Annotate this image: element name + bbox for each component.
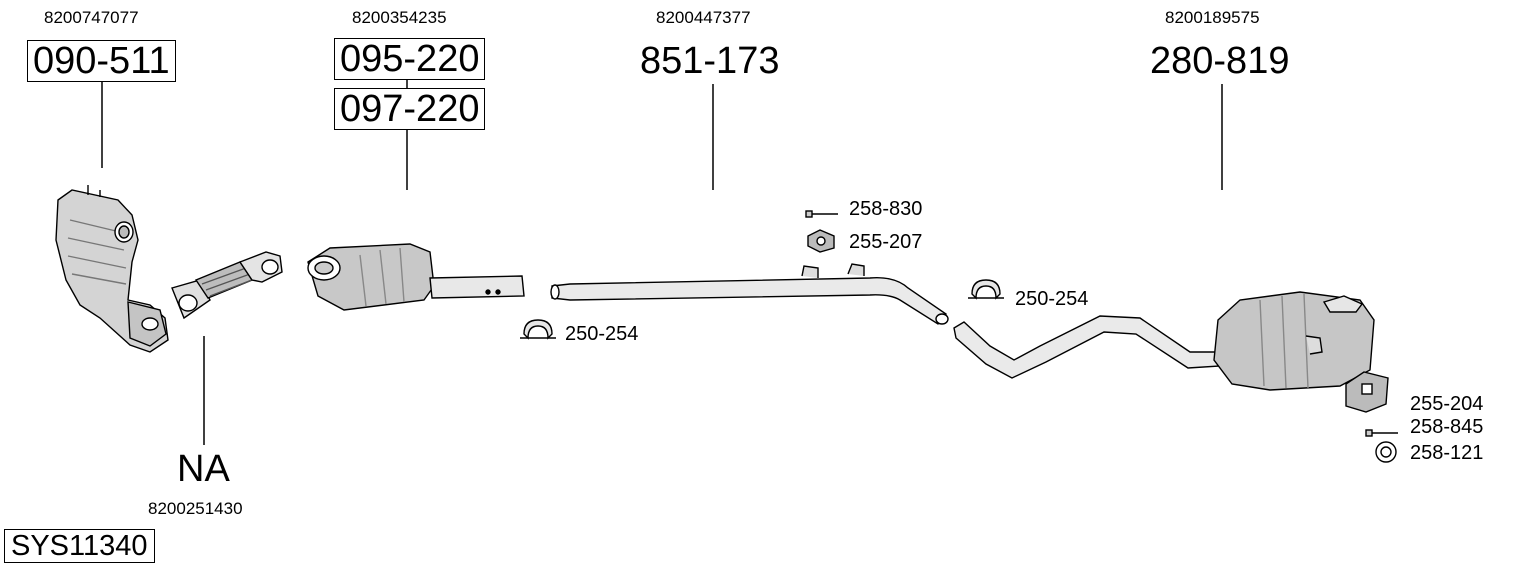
hanger-icon (807, 229, 835, 253)
system-code: SYS11340 (4, 529, 155, 563)
bolt-icon (805, 210, 838, 218)
part-number-rear-silencer[interactable]: 280-819 (1150, 40, 1290, 82)
oe-reference-catalyst: 8200747077 (44, 8, 139, 27)
catalytic-converter-part (55, 185, 169, 353)
accessory-label-bolt-1[interactable]: 258-830 (849, 198, 923, 220)
accessory-label-hanger-2[interactable]: 255-204 (1410, 393, 1484, 415)
part-number-dpf-1[interactable]: 095-220 (334, 38, 486, 80)
flex-pipe-part (171, 251, 283, 320)
hanger-icon (1345, 371, 1389, 413)
part-number-catalyst[interactable]: 090-511 (27, 40, 176, 82)
bolt-icon (1365, 429, 1398, 437)
accessory-label-clamp-1[interactable]: 250-254 (1015, 288, 1089, 310)
clamp-icon (968, 279, 1004, 300)
accessory-label-ring[interactable]: 258-121 (1410, 442, 1484, 464)
oe-reference-flex-pipe: 8200251430 (148, 499, 243, 518)
rear-silencer-part (953, 291, 1375, 391)
oe-reference-middle-pipe: 8200447377 (656, 8, 751, 27)
part-number-dpf-2[interactable]: 097-220 (334, 88, 486, 130)
middle-pipe-part (550, 263, 949, 325)
particulate-filter-part (307, 243, 525, 311)
ring-icon (1375, 441, 1397, 463)
part-number-middle-pipe[interactable]: 851-173 (640, 40, 780, 82)
accessory-label-bolt-2[interactable]: 258-845 (1410, 416, 1484, 438)
clamp-icon (520, 319, 556, 340)
accessory-label-clamp-2[interactable]: 250-254 (565, 323, 639, 345)
accessory-label-hanger-1[interactable]: 255-207 (849, 231, 923, 253)
part-number-flex-pipe[interactable]: NA (177, 448, 230, 490)
oe-reference-dpf: 8200354235 (352, 8, 447, 27)
oe-reference-rear-silencer: 8200189575 (1165, 8, 1260, 27)
